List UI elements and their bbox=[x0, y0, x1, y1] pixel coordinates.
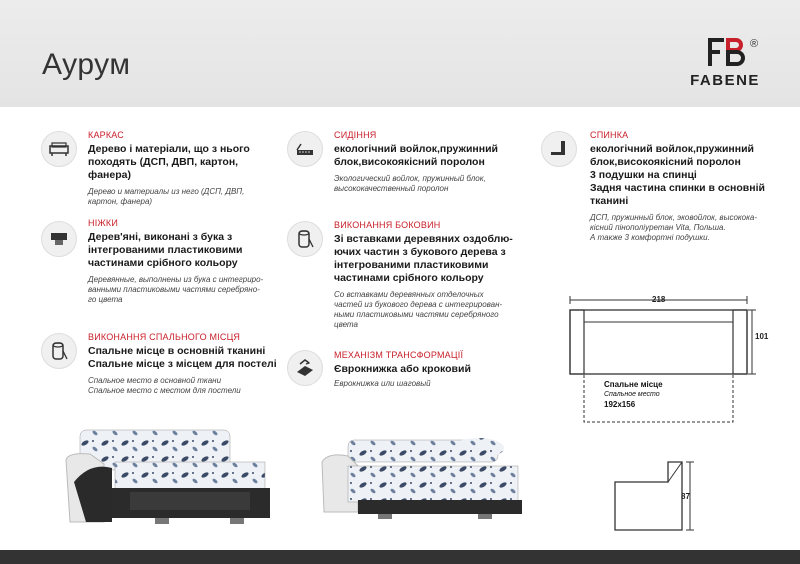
karkas-subtext: Дерево и материалы из него (ДСП, ДВП,кар… bbox=[88, 187, 245, 206]
bokovyny-label: ВИКОНАННЯ БОКОВИН bbox=[334, 220, 441, 230]
mekhanizm-text: Єврокнижка або кроковий bbox=[334, 363, 471, 375]
top-view-drawing bbox=[569, 296, 756, 423]
depth-dimension: 101 bbox=[755, 332, 769, 341]
brand-logo[interactable]: ® FABENE bbox=[680, 36, 770, 96]
side-view-drawing bbox=[614, 461, 694, 531]
sydinnia-subtext: Экологический войлок, пружинный блок,выс… bbox=[334, 174, 486, 193]
fabric-roll-icon bbox=[41, 333, 77, 369]
sofa-leg-icon bbox=[41, 221, 77, 257]
sofa-closed-image bbox=[65, 429, 270, 524]
nizhky-subtext: Деревянные, выполнены из бука с интегрир… bbox=[88, 275, 264, 304]
width-dimension: 218 bbox=[652, 295, 666, 304]
mekhanizm-block: МЕХАНІЗМ ТРАНСФОРМАЦІЇ Єврокнижка або кр… bbox=[334, 350, 514, 389]
header-band bbox=[0, 0, 800, 107]
spalne-label: ВИКОНАННЯ СПАЛЬНОГО МІСЦЯ bbox=[88, 332, 241, 342]
fb-logo-icon bbox=[708, 38, 745, 66]
sofa-frame-icon bbox=[41, 131, 77, 167]
seat-icon bbox=[287, 131, 323, 167]
karkas-label: КАРКАС bbox=[88, 130, 124, 140]
sydinnia-label: СИДІННЯ bbox=[334, 130, 377, 140]
bokovyny-text: Зі вставками деревяних оздоблю-ючих част… bbox=[334, 233, 513, 284]
footer-bar bbox=[0, 550, 800, 564]
fabric-roll-icon bbox=[287, 221, 323, 257]
transform-mechanism-icon bbox=[287, 350, 323, 386]
bokovyny-block: ВИКОНАННЯ БОКОВИН Зі вставками деревяних… bbox=[334, 220, 514, 330]
height-dimension: 87 bbox=[681, 492, 690, 501]
nizhky-label: НІЖКИ bbox=[88, 218, 119, 228]
sofa-open-image bbox=[321, 438, 522, 519]
backrest-icon bbox=[541, 131, 577, 167]
registered-mark: ® bbox=[750, 38, 759, 50]
page-title: Аурум bbox=[42, 48, 131, 81]
spynka-label: СПИНКА bbox=[590, 130, 629, 140]
brand-name: FABENE bbox=[690, 72, 760, 89]
spynka-subtext: ДСП, пружинный блок, эковойлок, высокока… bbox=[590, 213, 758, 242]
mekhanizm-subtext: Еврокнижка или шаговый bbox=[334, 379, 431, 388]
sleep-area-label: Спальне місце Спальное место 192x156 bbox=[604, 380, 663, 409]
mekhanizm-label: МЕХАНІЗМ ТРАНСФОРМАЦІЇ bbox=[334, 350, 464, 360]
spalne-block: ВИКОНАННЯ СПАЛЬНОГО МІСЦЯ Спальне місце … bbox=[88, 332, 288, 396]
